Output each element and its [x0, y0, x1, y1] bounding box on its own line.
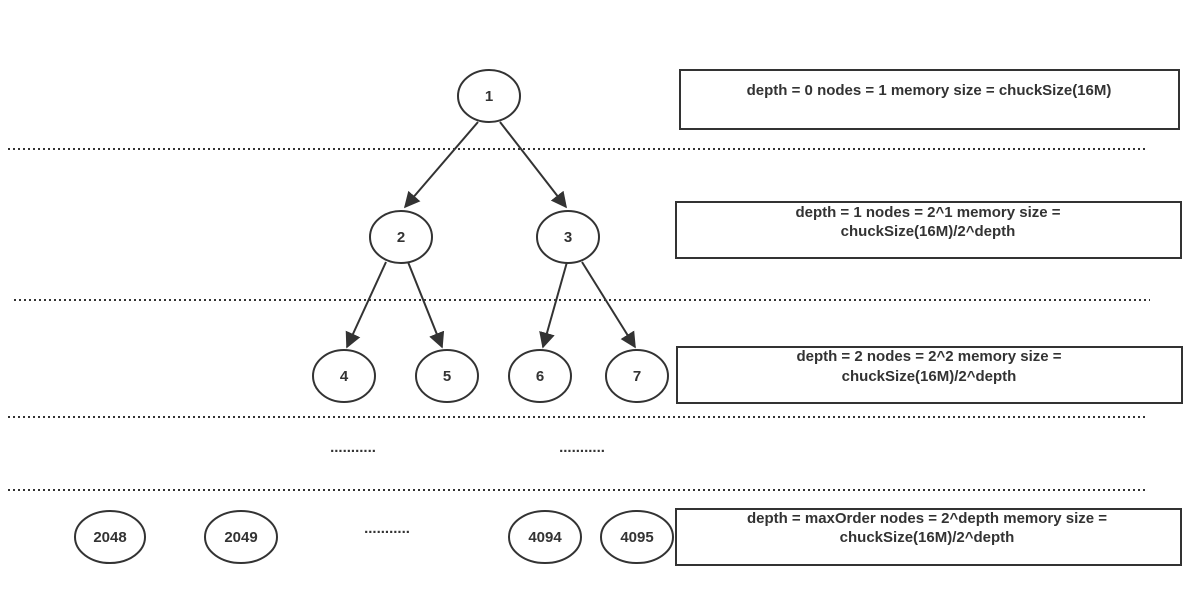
- level-box-text: chuckSize(16M)/2^depth: [841, 223, 1016, 240]
- tree-node-6: 6: [508, 349, 572, 403]
- node-label: 2048: [93, 529, 126, 546]
- edge-3-7: [581, 261, 636, 349]
- level-box-text: chuckSize(16M)/2^depth: [840, 529, 1015, 546]
- node-label: 5: [443, 368, 451, 385]
- level-box-depth-2: depth = 2 nodes = 2^2 memory size = chuc…: [676, 346, 1183, 404]
- tree-node-5: 5: [415, 349, 479, 403]
- node-label: 4: [340, 368, 349, 385]
- level-box-depth-max: depth = maxOrder nodes = 2^depth memory …: [675, 508, 1182, 566]
- tree-node-7: 7: [605, 349, 669, 403]
- tree-node-4095: 4095: [600, 510, 674, 564]
- edge-3-6: [539, 261, 568, 349]
- node-label: 4095: [620, 529, 653, 546]
- level-box-depth-0: depth = 0 nodes = 1 memory size = chuckS…: [679, 69, 1180, 130]
- level-box-text: depth = 1 nodes = 2^1 memory size =: [795, 204, 1060, 221]
- node-label: 7: [633, 368, 641, 385]
- ellipsis-right: ...........: [559, 439, 605, 456]
- tree-node-4094: 4094: [508, 510, 582, 564]
- ellipsis-left: ...........: [330, 439, 376, 456]
- node-label: 6: [536, 368, 544, 385]
- node-label: 1: [485, 88, 493, 105]
- ellipsis-bottom: ...........: [364, 520, 410, 537]
- node-label: 4094: [528, 529, 562, 546]
- level-box-text: depth = 0 nodes = 1 memory size = chuckS…: [747, 82, 1112, 99]
- tree-node-2049: 2049: [204, 510, 278, 564]
- tree-node-2048: 2048: [74, 510, 146, 564]
- edge-1-2: [403, 121, 479, 209]
- edge-2-4: [345, 261, 387, 349]
- node-label: 2: [397, 229, 405, 246]
- level-box-text: depth = 2 nodes = 2^2 memory size =: [796, 348, 1061, 365]
- level-box-depth-1: depth = 1 nodes = 2^1 memory size = chuc…: [675, 201, 1182, 259]
- edge-1-3: [499, 121, 567, 209]
- tree-node-1: 1: [457, 69, 521, 123]
- node-label: 2049: [224, 529, 257, 546]
- tree-node-3: 3: [536, 210, 600, 264]
- edge-2-5: [407, 261, 445, 349]
- node-label: 3: [564, 229, 572, 246]
- tree-node-2: 2: [369, 210, 433, 264]
- level-box-text: depth = maxOrder nodes = 2^depth memory …: [747, 510, 1107, 527]
- tree-node-4: 4: [312, 349, 376, 403]
- level-box-text: chuckSize(16M)/2^depth: [842, 368, 1017, 385]
